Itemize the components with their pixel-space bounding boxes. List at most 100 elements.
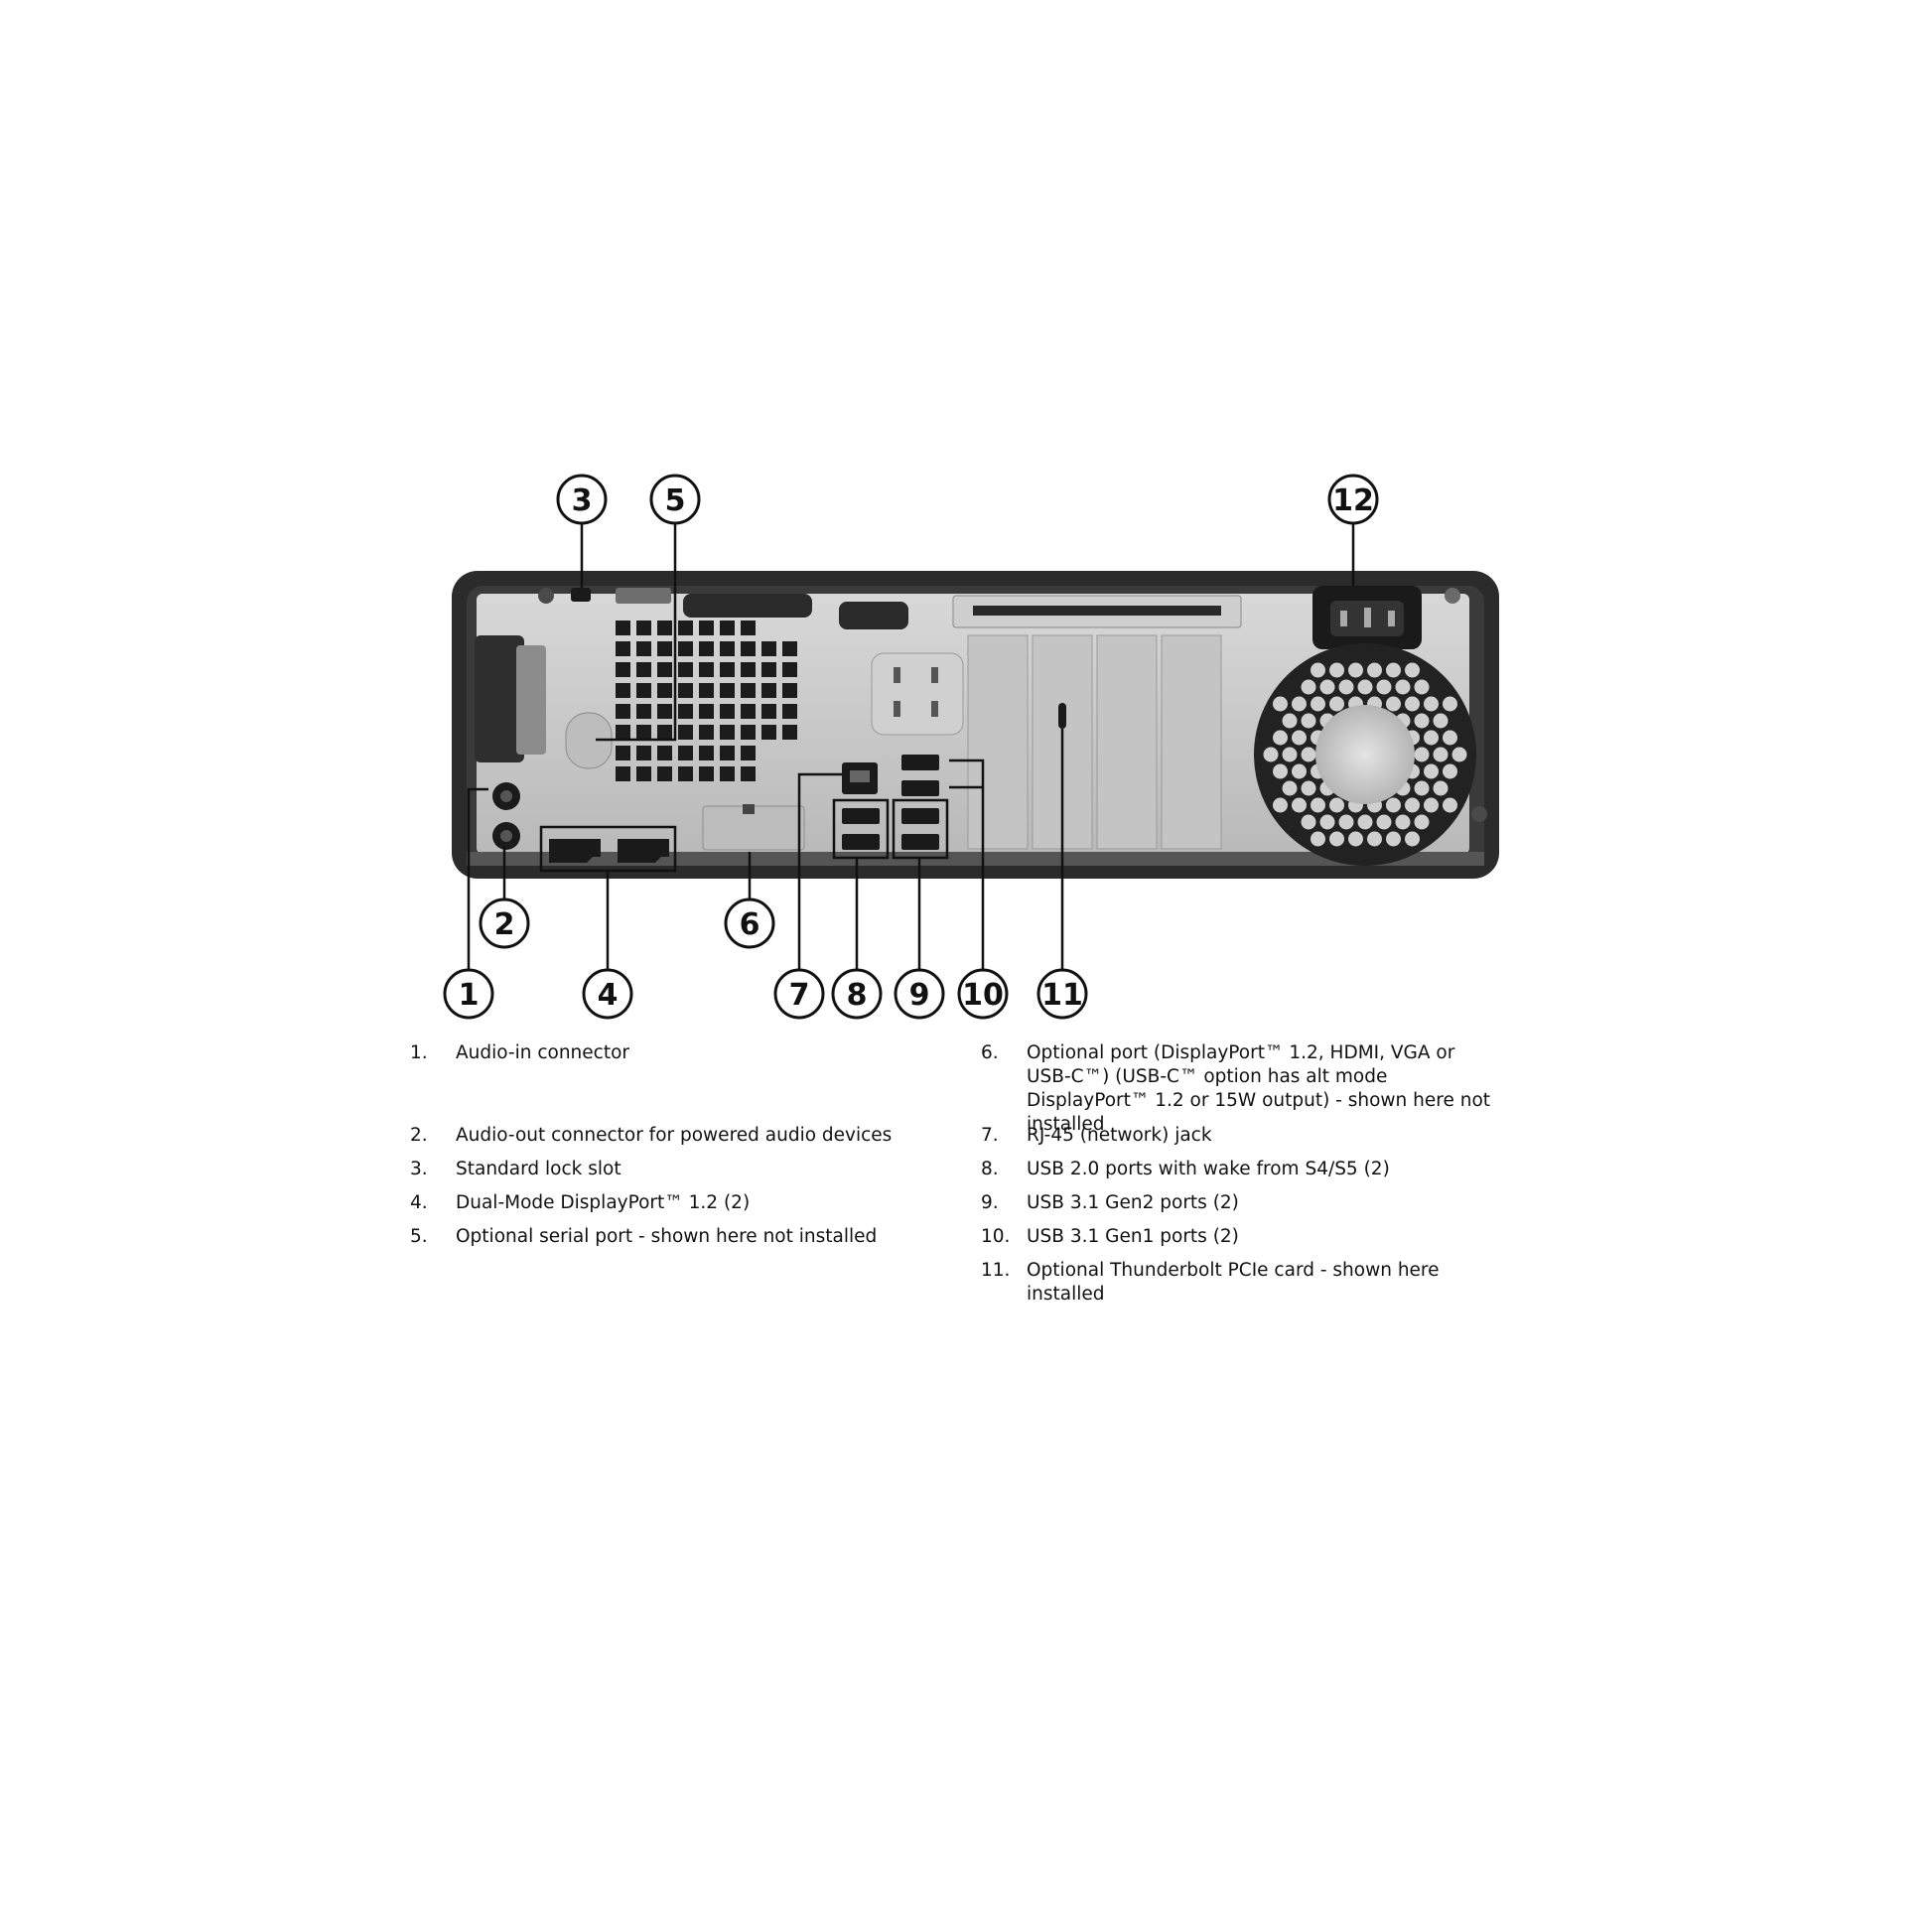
svg-text:6: 6 bbox=[740, 907, 760, 942]
vent-slot bbox=[636, 662, 651, 677]
vent-slot bbox=[636, 683, 651, 698]
vent-slot bbox=[678, 621, 693, 635]
io-area-left bbox=[475, 588, 671, 863]
fan-hole bbox=[1424, 730, 1439, 746]
legend-text: USB 3.1 Gen1 ports (2) bbox=[1027, 1226, 1239, 1247]
fan-hole bbox=[1405, 831, 1420, 847]
fan-hole bbox=[1395, 814, 1411, 830]
fan-hole bbox=[1311, 797, 1325, 813]
vent-slot bbox=[616, 704, 630, 719]
vent-slot bbox=[720, 621, 735, 635]
vent-slot bbox=[761, 683, 776, 698]
fan-hole bbox=[1433, 747, 1449, 762]
fan-hole bbox=[1329, 797, 1344, 813]
fan-hole bbox=[1357, 814, 1373, 830]
legend-item-11: 11. Optional Thunderbolt PCIe card - sho… bbox=[981, 1259, 1497, 1307]
legend-item-8: 8. USB 2.0 ports with wake from S4/S5 (2… bbox=[981, 1158, 1497, 1181]
vent-slot bbox=[699, 746, 714, 760]
vent-slot bbox=[720, 725, 735, 740]
fan-hole bbox=[1348, 831, 1363, 847]
vent-slot bbox=[699, 621, 714, 635]
fan-hole bbox=[1282, 747, 1298, 762]
fan-hole bbox=[1414, 780, 1430, 796]
fan-hole bbox=[1386, 831, 1401, 847]
fan-hole bbox=[1367, 662, 1382, 678]
fan-hole bbox=[1367, 831, 1382, 847]
legend-num: 3. bbox=[410, 1159, 428, 1179]
fan-hole bbox=[1395, 679, 1411, 695]
fan-hole bbox=[1443, 763, 1457, 779]
fan-grille bbox=[1254, 643, 1476, 866]
vent-slot bbox=[720, 766, 735, 781]
svg-text:8: 8 bbox=[847, 978, 868, 1013]
fan-hole bbox=[1433, 780, 1449, 796]
fan-hole bbox=[1414, 814, 1430, 830]
legend-item-3: 3. Standard lock slot bbox=[410, 1158, 966, 1181]
fan-hole bbox=[1301, 747, 1316, 762]
legend-item-1: 1. Audio-in connector bbox=[410, 1041, 966, 1065]
vent-slot bbox=[782, 641, 797, 656]
fan-hole bbox=[1329, 696, 1344, 712]
vent-slot bbox=[720, 683, 735, 698]
vent-slot bbox=[657, 662, 672, 677]
legend-text: Optional serial port - shown here not in… bbox=[456, 1226, 878, 1247]
usb31-gen1-port-1[interactable] bbox=[901, 755, 939, 770]
vent-slot bbox=[616, 641, 630, 656]
vent-slot bbox=[699, 683, 714, 698]
fan-hole bbox=[1376, 679, 1392, 695]
vent-slot bbox=[636, 641, 651, 656]
fan-hole bbox=[1386, 662, 1401, 678]
fan-hole bbox=[1329, 662, 1344, 678]
vent-slot bbox=[782, 725, 797, 740]
fan-hole bbox=[1319, 814, 1335, 830]
vent-slot bbox=[720, 704, 735, 719]
thunderbolt-port[interactable] bbox=[1058, 703, 1066, 729]
svg-text:2: 2 bbox=[494, 907, 515, 942]
vent-slot bbox=[616, 621, 630, 635]
displayport-1[interactable] bbox=[549, 839, 601, 863]
fan-hole bbox=[1273, 797, 1288, 813]
usb31-gen1-port-2[interactable] bbox=[901, 780, 939, 796]
usb-ports[interactable] bbox=[842, 755, 939, 850]
fan-hole bbox=[1273, 730, 1288, 746]
vent-slot bbox=[699, 662, 714, 677]
fan-hole bbox=[1348, 662, 1363, 678]
legend-item-10: 10. USB 3.1 Gen1 ports (2) bbox=[981, 1225, 1497, 1249]
fan-hole bbox=[1424, 696, 1439, 712]
fan-hole bbox=[1376, 814, 1392, 830]
usb20-port-1[interactable] bbox=[842, 808, 880, 824]
callout-10: 10 bbox=[957, 968, 1009, 1020]
serial-knockout bbox=[683, 594, 812, 618]
rj45-jack[interactable] bbox=[842, 762, 878, 794]
fan-hole bbox=[1263, 747, 1279, 762]
legend-item-2: 2. Audio-out connector for powered audio… bbox=[410, 1124, 966, 1148]
vent-slot bbox=[699, 641, 714, 656]
vent-slot bbox=[761, 641, 776, 656]
fan-hole bbox=[1338, 679, 1354, 695]
legend-text: Optional Thunderbolt PCIe card - shown h… bbox=[1027, 1260, 1440, 1305]
fan-hole bbox=[1329, 831, 1344, 847]
vent-slot bbox=[678, 641, 693, 656]
vent-slot bbox=[657, 641, 672, 656]
legend-num: 1. bbox=[410, 1042, 428, 1063]
vent-slot bbox=[657, 725, 672, 740]
power-socket[interactable] bbox=[1312, 586, 1422, 649]
legend-num: 7. bbox=[981, 1125, 999, 1146]
callout-12: 12 bbox=[1327, 474, 1379, 525]
displayport-2[interactable] bbox=[618, 839, 669, 863]
svg-text:10: 10 bbox=[962, 978, 1004, 1013]
vent-slot bbox=[699, 725, 714, 740]
usb31-gen2-port-2[interactable] bbox=[901, 834, 939, 850]
svg-text:3: 3 bbox=[572, 483, 593, 518]
usb31-gen2-port-1[interactable] bbox=[901, 808, 939, 824]
mid-panel bbox=[871, 652, 964, 736]
vent-grille bbox=[616, 621, 797, 781]
callout-5: 5 bbox=[649, 474, 701, 525]
svg-text:4: 4 bbox=[598, 978, 619, 1013]
vent-slot bbox=[699, 766, 714, 781]
vent-slot bbox=[720, 662, 735, 677]
fan-hole bbox=[1386, 797, 1401, 813]
vent-slot bbox=[782, 662, 797, 677]
callout-3: 3 bbox=[556, 474, 608, 525]
usb20-port-2[interactable] bbox=[842, 834, 880, 850]
